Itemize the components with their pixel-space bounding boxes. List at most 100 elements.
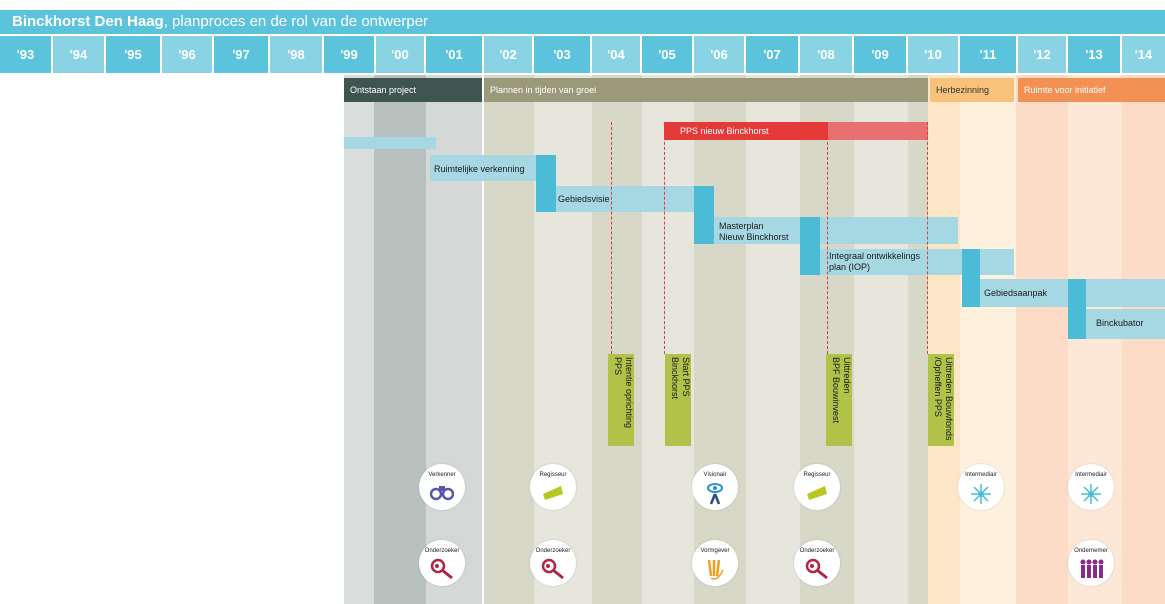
step-bar-iop <box>820 249 962 275</box>
year-94: '94 <box>53 36 104 73</box>
year-bar: '93 '94 '95 '96 '97 '98 '99 '00 '01 '02 … <box>0 36 1165 73</box>
milestone-opheffen-l2: /Opheffen PPS <box>933 357 943 417</box>
band-11 <box>960 75 1016 604</box>
role-intermediair-2: Intermediair <box>1068 464 1114 510</box>
role-onderzoeker-3: Onderzoeker <box>794 540 840 586</box>
year-04: '04 <box>592 36 640 73</box>
year-95: '95 <box>106 36 160 73</box>
milestone-line-opheffen <box>927 122 928 354</box>
milestone-line-uittreden-bpf <box>827 122 828 354</box>
step-label-gebiedsaanpak: Gebiedsaanpak <box>984 288 1048 298</box>
binoculars-icon <box>430 486 454 501</box>
role-vormgever: Vormgever <box>692 540 738 586</box>
band-04 <box>592 75 642 604</box>
milestone-line-intentie <box>611 122 612 354</box>
role-onderzoeker-2: Onderzoeker <box>530 540 576 586</box>
role-ondernemer-label: Ondernemer <box>1074 548 1108 554</box>
year-97: '97 <box>214 36 268 73</box>
year-96: '96 <box>162 36 212 73</box>
step-label-ruimtelijke: Ruimtelijke verkenning <box>434 164 525 174</box>
step-marker-gebiedsvisie <box>536 155 556 212</box>
milestone-intentie-l2: PPS <box>613 357 623 376</box>
milestone-intentie-l1: Intentie oprichting <box>624 357 634 429</box>
role-visionair-label: Visionair <box>703 472 727 478</box>
step-bar-masterplan <box>714 217 800 244</box>
step-bar-gebiedsaanpak <box>980 279 1068 307</box>
role-onderzoeker-1: Onderzoeker <box>419 540 465 586</box>
phase-plannen: Plannen in tijden van groei <box>484 78 928 102</box>
band-10a <box>908 75 928 604</box>
phase-herbezinning: Herbezinning <box>930 78 1014 102</box>
title-bold: Binckhorst Den Haag <box>12 13 164 30</box>
step-marker-masterplan <box>694 186 714 244</box>
role-verkenner-label: Verkenner <box>428 472 456 478</box>
milestone-box-start-pps <box>665 354 691 446</box>
year-09: '09 <box>854 36 906 73</box>
network-icon <box>971 484 991 504</box>
step-label-nieuw-binckhorst: Nieuw Binckhorst <box>719 232 789 242</box>
step-marker-gebiedsaanpak <box>962 249 980 307</box>
year-06: '06 <box>694 36 744 73</box>
year-10: '10 <box>908 36 958 73</box>
band-13 <box>1068 75 1122 604</box>
step-bar-masterplan-ext <box>820 217 958 244</box>
role-vormgever-label: Vormgever <box>700 548 730 554</box>
title-rest: , planproces en de rol van de ontwerper <box>163 13 429 30</box>
pps-bar-extension <box>828 122 928 140</box>
step-bar-iop-ext <box>980 249 1014 275</box>
step-label-binckubator: Binckubator <box>1096 318 1144 328</box>
band-12 <box>1016 75 1068 604</box>
magnifier-icon <box>541 558 564 580</box>
milestone-start-l1: Start PPS <box>681 357 691 397</box>
step-marker-binckubator <box>1068 279 1086 339</box>
role-regisseur-1: Regisseur <box>530 464 576 510</box>
step-bar-initial <box>344 137 436 149</box>
band-99 <box>344 75 374 604</box>
phase-ruimte: Ruimte voor initiatief <box>1018 78 1165 102</box>
year-98: '98 <box>270 36 322 73</box>
role-regisseur-2-label: Regisseur <box>803 472 831 478</box>
people-icon <box>1080 559 1104 578</box>
year-13: '13 <box>1068 36 1120 73</box>
visionary-icon <box>707 483 723 505</box>
year-05: '05 <box>642 36 692 73</box>
step-bar-gebiedsaanpak-ext <box>1086 279 1165 307</box>
role-onderzoeker-2-label: Onderzoeker <box>535 548 571 554</box>
year-14: '14 <box>1122 36 1165 73</box>
title-bar: Binckhorst Den Haag, planproces en de ro… <box>0 10 1165 34</box>
megaphone-icon <box>807 486 827 500</box>
year-07: '07 <box>746 36 798 73</box>
role-onderzoeker-1-label: Onderzoeker <box>424 548 460 554</box>
step-bar-ruimtelijke <box>430 155 536 181</box>
milestone-start-l2: Binckhorst <box>670 357 680 400</box>
step-label-iop-2: plan (IOP) <box>829 262 871 272</box>
step-marker-iop <box>800 217 820 275</box>
milestone-opheffen-l1: Uittreden Bouwfonds <box>944 357 954 441</box>
role-intermediair-1: Intermediair <box>958 464 1004 510</box>
milestone-line-start-pps <box>664 122 665 354</box>
role-regisseur-1-label: Regisseur <box>539 472 567 478</box>
megaphone-icon <box>543 486 563 500</box>
pps-bar <box>664 122 828 140</box>
role-onderzoeker-3-label: Onderzoeker <box>799 548 835 554</box>
year-00: '00 <box>376 36 424 73</box>
magnifier-icon <box>430 558 453 580</box>
pps-label: PPS nieuw Binckhorst <box>680 126 769 136</box>
role-visionair: Visionair <box>692 464 738 510</box>
milestone-box-uittreden-bpf <box>826 354 852 446</box>
band-09 <box>854 75 908 604</box>
year-01: '01 <box>426 36 482 73</box>
role-verkenner: Verkenner <box>419 464 465 510</box>
milestone-bpf-l1: Uittreden <box>842 357 852 394</box>
step-bar-gebiedsvisie <box>556 186 694 212</box>
role-regisseur-2: Regisseur <box>794 464 840 510</box>
step-label-iop-1: Integraal ontwikkelings <box>829 251 921 261</box>
milestone-box-opheffen <box>928 354 954 446</box>
band-00 <box>374 75 426 604</box>
band-07 <box>746 75 800 604</box>
role-intermediair-2-label: Intermediair <box>1075 472 1107 478</box>
year-02: '02 <box>484 36 532 73</box>
milestone-box-intentie <box>608 354 634 446</box>
